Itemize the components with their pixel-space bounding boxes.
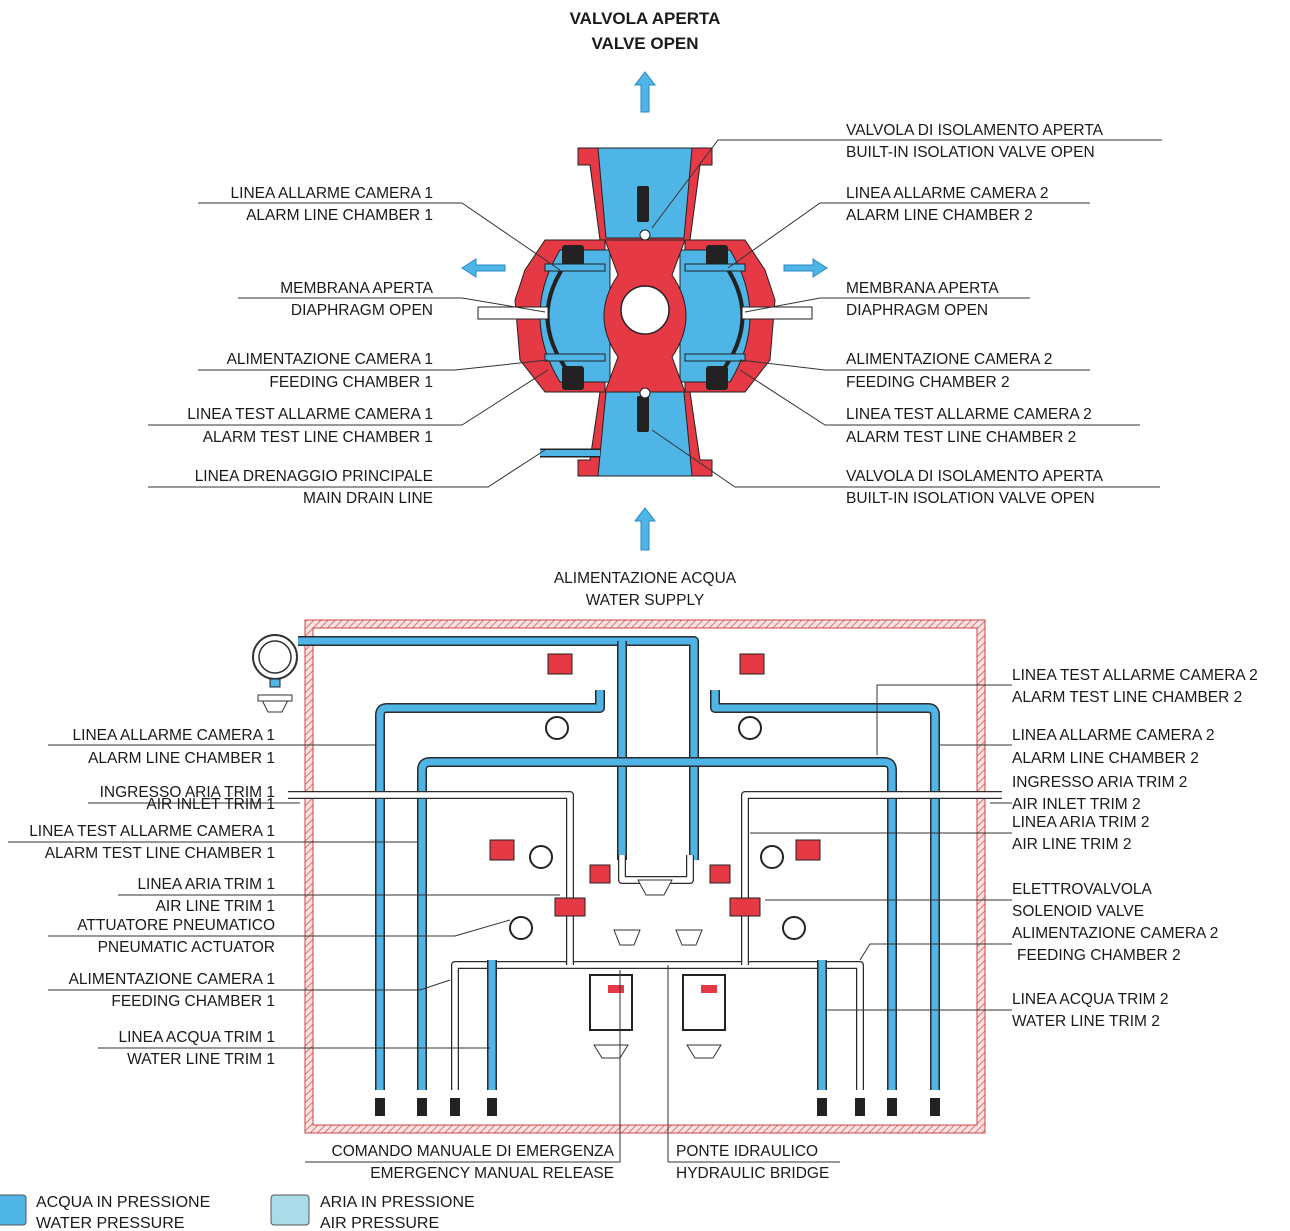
legend-label: ARIA IN PRESSIONE xyxy=(320,1194,475,1211)
trim-label: LINEA ALLARME CAMERA 2 xyxy=(1012,727,1214,744)
supply-line-2: WATER SUPPLY xyxy=(586,592,705,609)
valve-label: ALARM TEST LINE CHAMBER 1 xyxy=(203,429,433,446)
legend-label: AIR PRESSURE xyxy=(320,1215,439,1231)
valve-label: LINEA ALLARME CAMERA 1 xyxy=(231,185,433,202)
trim-label: PONTE IDRAULICO xyxy=(676,1143,818,1160)
trim-label: ELETTROVALVOLA xyxy=(1012,881,1152,898)
valve-label: DIAPHRAGM OPEN xyxy=(846,302,988,319)
valve-label: LINEA TEST ALLARME CAMERA 1 xyxy=(187,406,433,423)
air-pressure-swatch xyxy=(270,1194,310,1226)
trim-label: FEEDING CHAMBER 2 xyxy=(1017,947,1181,964)
trim-label: LINEA ACQUA TRIM 2 xyxy=(1012,991,1169,1008)
trim-label: LINEA ARIA TRIM 2 xyxy=(1012,814,1150,831)
right-drain-arrow-icon xyxy=(783,258,828,278)
left-drain-arrow-icon xyxy=(461,258,506,278)
valve-label: LINEA TEST ALLARME CAMERA 2 xyxy=(846,406,1092,423)
trim-labels-left: LINEA ALLARME CAMERA 1 ALARM LINE CHAMBE… xyxy=(29,727,275,1068)
legend-label: ACQUA IN PRESSIONE xyxy=(36,1194,210,1211)
trim-label: LINEA ARIA TRIM 1 xyxy=(137,876,275,893)
valve-labels-right: VALVOLA DI ISOLAMENTO APERTA BUILT-IN IS… xyxy=(846,122,1104,507)
valve-leaders xyxy=(148,139,1162,488)
valve-label: ALARM TEST LINE CHAMBER 2 xyxy=(846,429,1076,446)
valve-label: VALVOLA DI ISOLAMENTO APERTA xyxy=(846,468,1104,485)
trim-label: LINEA TEST ALLARME CAMERA 2 xyxy=(1012,667,1258,684)
valve-label: MEMBRANA APERTA xyxy=(280,280,433,297)
title-line-1: VALVOLA APERTA xyxy=(570,9,721,28)
outflow-arrow-icon xyxy=(633,71,657,113)
valve-label: BUILT-IN ISOLATION VALVE OPEN xyxy=(846,490,1095,507)
legend: ACQUA IN PRESSIONE WATER PRESSURE ARIA I… xyxy=(0,1194,475,1231)
valve-label: ALIMENTAZIONE CAMERA 1 xyxy=(227,351,433,368)
main-valve xyxy=(477,147,813,477)
trim-label: LINEA ACQUA TRIM 1 xyxy=(119,1029,276,1046)
trim-label: AIR INLET TRIM 1 xyxy=(146,796,275,813)
trim-label: AIR LINE TRIM 1 xyxy=(156,898,275,915)
trim-label: WATER LINE TRIM 2 xyxy=(1012,1013,1160,1030)
trim-labels-right: LINEA TEST ALLARME CAMERA 2 ALARM TEST L… xyxy=(1012,667,1258,1030)
trim-label: INGRESSO ARIA TRIM 1 xyxy=(100,784,275,801)
valve-label: ALARM LINE CHAMBER 2 xyxy=(846,207,1033,224)
trim-labels-bottom: COMANDO MANUALE DI EMERGENZA EMERGENCY M… xyxy=(332,1143,830,1182)
valve-label: DIAPHRAGM OPEN xyxy=(291,302,433,319)
trim-label: LINEA TEST ALLARME CAMERA 1 xyxy=(29,823,275,840)
trim-label: COMANDO MANUALE DI EMERGENZA xyxy=(332,1143,615,1160)
valve-label: BUILT-IN ISOLATION VALVE OPEN xyxy=(846,144,1095,161)
trim-label: EMERGENCY MANUAL RELEASE xyxy=(370,1165,614,1182)
trim-label: WATER LINE TRIM 1 xyxy=(127,1051,275,1068)
trim-label: ALARM LINE CHAMBER 1 xyxy=(88,750,275,767)
trim-label: AIR LINE TRIM 2 xyxy=(1012,836,1131,853)
trim-label: AIR INLET TRIM 2 xyxy=(1012,796,1141,813)
trim-label: ALARM LINE CHAMBER 2 xyxy=(1012,750,1199,767)
valve-label: LINEA DRENAGGIO PRINCIPALE xyxy=(195,468,433,485)
water-pressure-swatch xyxy=(0,1194,27,1226)
legend-label: WATER PRESSURE xyxy=(36,1215,184,1231)
supply-line-1: ALIMENTAZIONE ACQUA xyxy=(554,570,737,587)
trim-label: ALIMENTAZIONE CAMERA 2 xyxy=(1012,925,1218,942)
valve-label: FEEDING CHAMBER 1 xyxy=(269,374,433,391)
trim-label: ATTUATORE PNEUMATICO xyxy=(77,917,275,934)
flow-arrows xyxy=(461,71,828,551)
trim-label: INGRESSO ARIA TRIM 2 xyxy=(1012,774,1187,791)
trim-label: SOLENOID VALVE xyxy=(1012,903,1144,920)
valve-label: MAIN DRAIN LINE xyxy=(303,490,433,507)
trim-label: HYDRAULIC BRIDGE xyxy=(676,1165,829,1182)
trim-label: ALARM TEST LINE CHAMBER 2 xyxy=(1012,689,1242,706)
trim-label: ALARM TEST LINE CHAMBER 1 xyxy=(45,845,275,862)
valve-label: ALIMENTAZIONE CAMERA 2 xyxy=(846,351,1052,368)
valve-label: MEMBRANA APERTA xyxy=(846,280,999,297)
trim-panel xyxy=(252,619,1002,1134)
diagram-title: VALVOLA APERTA VALVE OPEN xyxy=(570,9,721,53)
valve-label: FEEDING CHAMBER 2 xyxy=(846,374,1010,391)
valve-labels-left: LINEA ALLARME CAMERA 1 ALARM LINE CHAMBE… xyxy=(187,185,433,507)
trim-label: LINEA ALLARME CAMERA 1 xyxy=(73,727,275,744)
trim-leaders xyxy=(8,684,1012,1163)
valve-label: LINEA ALLARME CAMERA 2 xyxy=(846,185,1048,202)
trim-label: ALIMENTAZIONE CAMERA 1 xyxy=(69,971,275,988)
valve-label: VALVOLA DI ISOLAMENTO APERTA xyxy=(846,122,1104,139)
title-line-2: VALVE OPEN xyxy=(591,34,698,53)
trim-label: FEEDING CHAMBER 1 xyxy=(111,993,275,1010)
trim-label: PNEUMATIC ACTUATOR xyxy=(98,939,275,956)
water-supply-label: ALIMENTAZIONE ACQUA WATER SUPPLY xyxy=(554,570,737,609)
valve-label: ALARM LINE CHAMBER 1 xyxy=(246,207,433,224)
inflow-arrow-icon xyxy=(633,507,657,551)
